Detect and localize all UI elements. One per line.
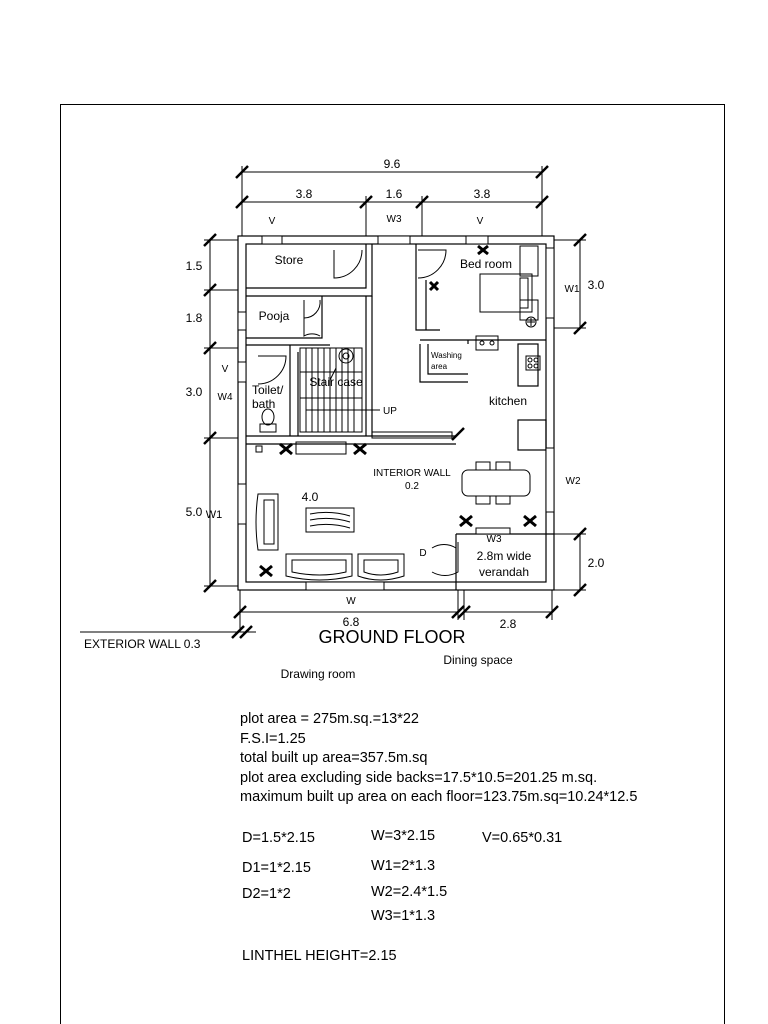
dim-right-bottom: 2.0: [588, 556, 605, 570]
interior-wall-label: INTERIOR WALL: [373, 468, 451, 479]
room-bedroom: Bed room: [460, 257, 512, 271]
room-toilet-line1: Toilet/: [252, 383, 284, 397]
drawing-room-label: Drawing room: [281, 667, 356, 681]
dim-left-3: 3.0: [186, 385, 203, 399]
note-plot-area: plot area = 275m.sq.=13*22: [240, 711, 419, 727]
note-plot-excluding-setbacks: plot area excluding side backs=17.5*10.5…: [240, 769, 598, 786]
door-label-d: D: [419, 548, 426, 559]
spec-lintel-height: LINTHEL HEIGHT=2.15: [242, 948, 397, 964]
exterior-wall-label: EXTERIOR WALL 0.3: [84, 637, 201, 651]
spec-d: D=1.5*2.15: [242, 830, 315, 846]
spec-w3: W3=1*1.3: [371, 908, 436, 924]
windows: [237, 235, 555, 591]
interior-wall-value: 0.2: [405, 481, 419, 492]
room-pooja: Pooja: [259, 309, 290, 323]
room-kitchen: kitchen: [489, 394, 527, 408]
window-label-w1-right: W1: [565, 284, 580, 295]
dim-left-2: 1.8: [186, 311, 203, 325]
drawing-sheet-border: [60, 104, 725, 1024]
dimension-ticks: [203, 165, 587, 639]
staircase: [299, 347, 380, 433]
dim-seg-left: 3.8: [296, 187, 313, 201]
dim-total-width: 9.6: [384, 157, 401, 171]
note-fsi: F.S.I=1.25: [240, 730, 306, 747]
spec-w: W=3*2.15: [371, 828, 436, 844]
room-staircase: Stair case: [309, 375, 363, 389]
room-toilet-line2: bath: [252, 397, 275, 411]
window-label-v-right: V: [477, 216, 484, 227]
room-washing-line1: Washing: [431, 351, 462, 360]
dining-space-label: Dining space: [443, 653, 513, 667]
ceiling-fan-icons: [259, 244, 537, 578]
note-max-built-up: maximum built up area on each floor=123.…: [240, 789, 638, 805]
doors: [257, 249, 459, 576]
dim-bottom-right: 2.8: [500, 617, 517, 631]
stair-up-label: UP: [383, 406, 397, 417]
window-label-w3-top: W3: [387, 214, 402, 225]
furniture: [255, 245, 541, 581]
spec-d1: D1=1*2.15: [242, 860, 311, 876]
room-verandah-line1: 2.8m wide: [477, 549, 532, 563]
window-label-w2: W2: [566, 476, 581, 487]
note-total-built-up: total built up area=357.5m.sq: [240, 750, 428, 766]
window-label-w3-bottom: W3: [487, 534, 502, 545]
window-label-w4: W4: [218, 392, 233, 403]
spec-d2: D2=1*2: [242, 886, 291, 902]
dim-seg-mid: 1.6: [386, 187, 403, 201]
window-label-w-bottom: W: [346, 596, 356, 607]
area-notes: plot area = 275m.sq.=13*22 F.S.I=1.25 to…: [240, 710, 637, 808]
room-store: Store: [275, 253, 304, 267]
plan-text: 9.6 3.8 1.6 3.8 V W3 V 1.5 1.8 3.0 5.0 V…: [84, 157, 605, 681]
dim-left-4: 5.0: [186, 505, 203, 519]
dim-bottom-left: 6.8: [343, 615, 360, 629]
spec-v: V=0.65*0.31: [482, 830, 563, 846]
room-verandah-line2: verandah: [479, 565, 529, 579]
interior-walls: [246, 244, 547, 451]
spec-w1: W1=2*1.3: [371, 858, 436, 874]
dim-left-1: 1.5: [186, 259, 203, 273]
window-label-v-side: V: [222, 364, 229, 375]
window-label-w1-left: W1: [206, 509, 223, 521]
dim-right-top: 3.0: [588, 278, 605, 292]
dim-seg-right: 3.8: [474, 187, 491, 201]
spec-w2: W2=2.4*1.5: [371, 884, 448, 900]
dimension-lines: [80, 166, 586, 633]
room-washing-line2: area: [431, 362, 448, 371]
plan-title: GROUND FLOOR: [318, 627, 465, 647]
dim-drawing-width: 4.0: [302, 490, 319, 504]
window-label-v-left: V: [269, 216, 276, 227]
